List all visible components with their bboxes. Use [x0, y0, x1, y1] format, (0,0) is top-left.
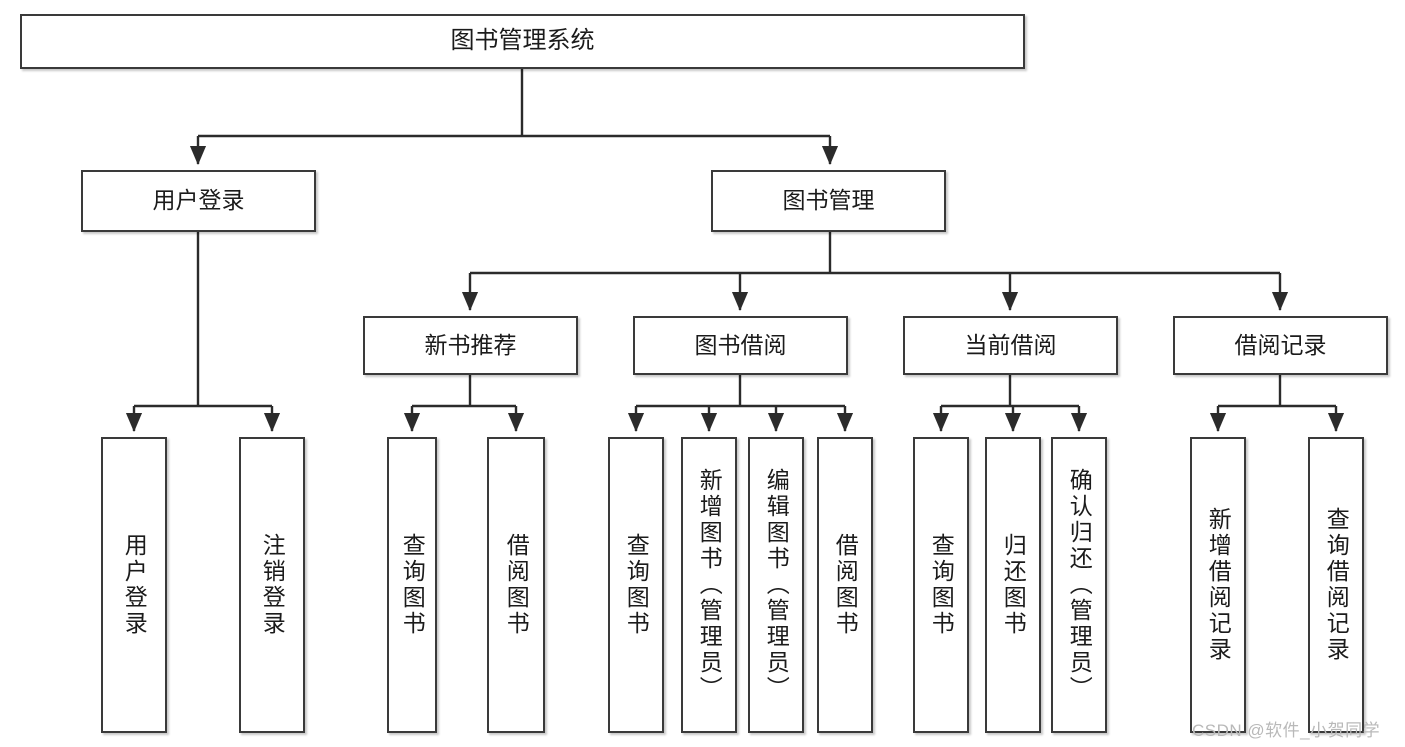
node-borrowing-record[interactable]: 借阅记录	[1173, 316, 1388, 375]
node-label: 注销登录	[259, 533, 286, 637]
node-label: 图书管理系统	[450, 27, 595, 55]
node-label: 归还图书	[1000, 533, 1027, 637]
node-root-library-management-system[interactable]: 图书管理系统	[20, 14, 1025, 69]
node-label: 图书借阅	[694, 331, 787, 358]
node-label: 借阅图书	[832, 533, 859, 637]
leaf-borrow-book-new-recommendation[interactable]: 借阅图书	[487, 437, 545, 733]
node-label: 图书管理	[782, 187, 875, 214]
node-label: 确认归还（管理员）	[1066, 468, 1093, 702]
leaf-query-book-borrowing[interactable]: 查询图书	[608, 437, 664, 733]
leaf-add-book-admin[interactable]: 新增图书（管理员）	[681, 437, 737, 733]
node-label: 新增图书（管理员）	[696, 468, 723, 702]
node-label: 新书推荐	[424, 331, 517, 358]
watermark-text: CSDN @软件_小贺同学	[1192, 721, 1381, 740]
leaf-query-book-current[interactable]: 查询图书	[913, 437, 969, 733]
leaf-borrow-book-borrowing[interactable]: 借阅图书	[817, 437, 873, 733]
node-label: 查询借阅记录	[1323, 507, 1350, 663]
node-label: 用户登录	[121, 533, 148, 637]
node-label: 借阅图书	[503, 533, 530, 637]
node-label: 编辑图书（管理员）	[763, 468, 790, 702]
leaf-user-login[interactable]: 用户登录	[101, 437, 167, 733]
node-label: 查询图书	[623, 533, 650, 637]
leaf-confirm-return-admin[interactable]: 确认归还（管理员）	[1051, 437, 1107, 733]
leaf-add-borrowing-record[interactable]: 新增借阅记录	[1190, 437, 1246, 733]
node-label: 用户登录	[152, 187, 245, 214]
leaf-logout[interactable]: 注销登录	[239, 437, 305, 733]
node-new-book-recommendation[interactable]: 新书推荐	[363, 316, 578, 375]
node-book-borrowing[interactable]: 图书借阅	[633, 316, 848, 375]
csdn-watermark: CSDN @软件_小贺同学	[1192, 716, 1380, 741]
node-label: 查询图书	[399, 533, 426, 637]
leaf-edit-book-admin[interactable]: 编辑图书（管理员）	[748, 437, 804, 733]
node-label: 借阅记录	[1234, 331, 1327, 358]
node-label: 当前借阅	[964, 331, 1057, 358]
node-user-login[interactable]: 用户登录	[81, 170, 316, 232]
node-book-management[interactable]: 图书管理	[711, 170, 946, 232]
node-label: 新增借阅记录	[1205, 507, 1232, 663]
node-current-borrowing[interactable]: 当前借阅	[903, 316, 1118, 375]
leaf-query-borrowing-record[interactable]: 查询借阅记录	[1308, 437, 1364, 733]
leaf-return-book[interactable]: 归还图书	[985, 437, 1041, 733]
node-label: 查询图书	[928, 533, 955, 637]
leaf-query-book-new-recommendation[interactable]: 查询图书	[387, 437, 437, 733]
